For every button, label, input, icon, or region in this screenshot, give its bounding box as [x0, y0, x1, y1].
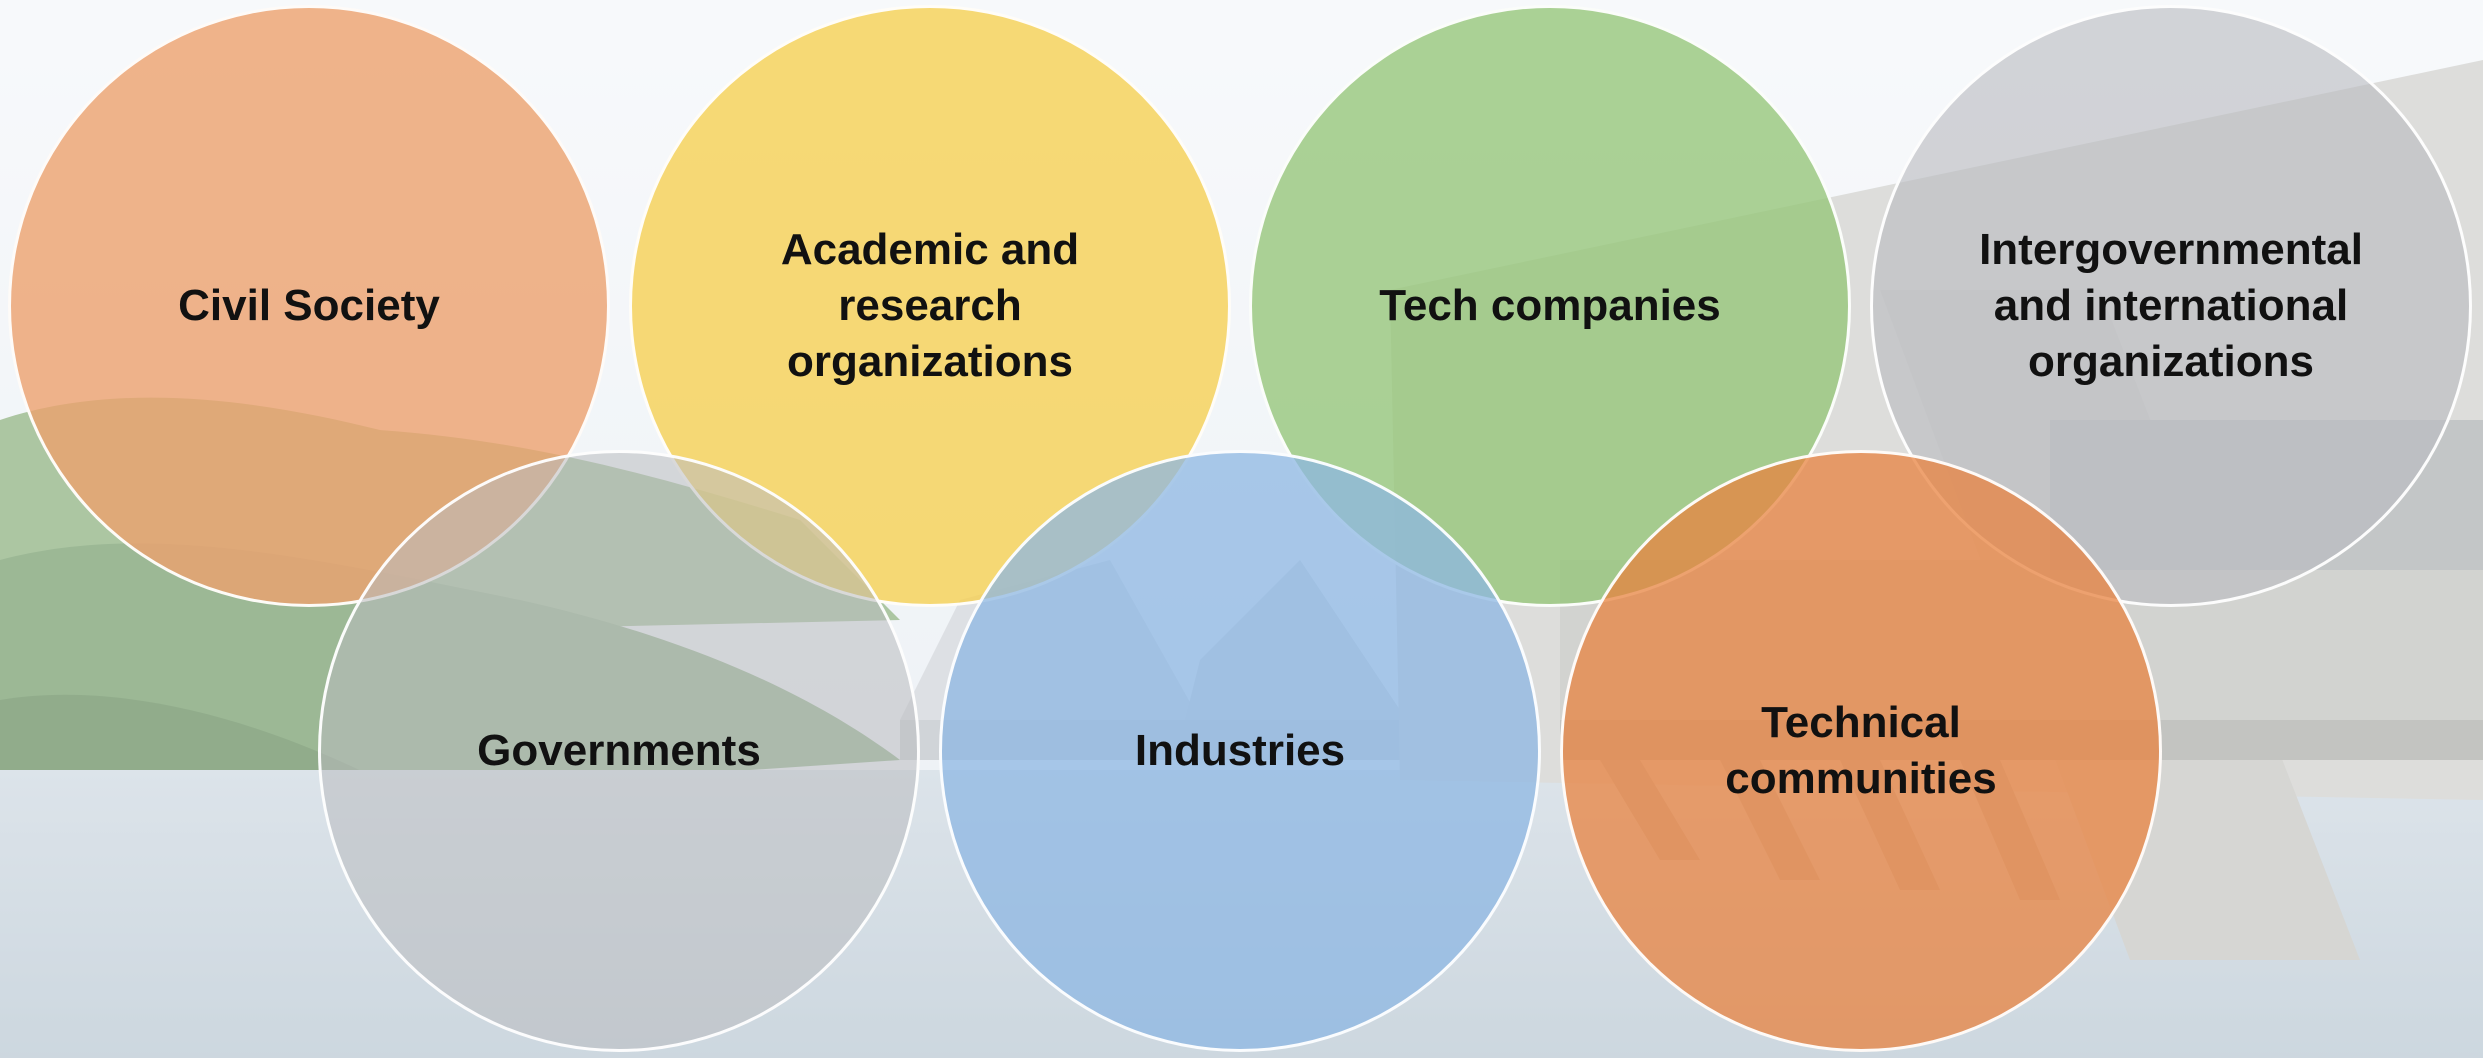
circle-label: Governments — [477, 726, 761, 775]
circle-industries: Industries — [939, 450, 1541, 1052]
circle-technical-communities: Technical communities — [1560, 450, 2162, 1052]
circle-label: Civil Society — [178, 281, 440, 330]
circle-label: Intergovernmental and international orga… — [1979, 225, 2363, 386]
circle-intergovernmental: Intergovernmental and international orga… — [1870, 5, 2472, 607]
circle-governments: Governments — [318, 450, 920, 1052]
circle-label: Technical communities — [1725, 698, 1997, 803]
circle-label: Industries — [1134, 726, 1346, 775]
circle-label: Tech companies — [1379, 281, 1721, 330]
circle-label: Academic and research organizations — [780, 225, 1080, 386]
